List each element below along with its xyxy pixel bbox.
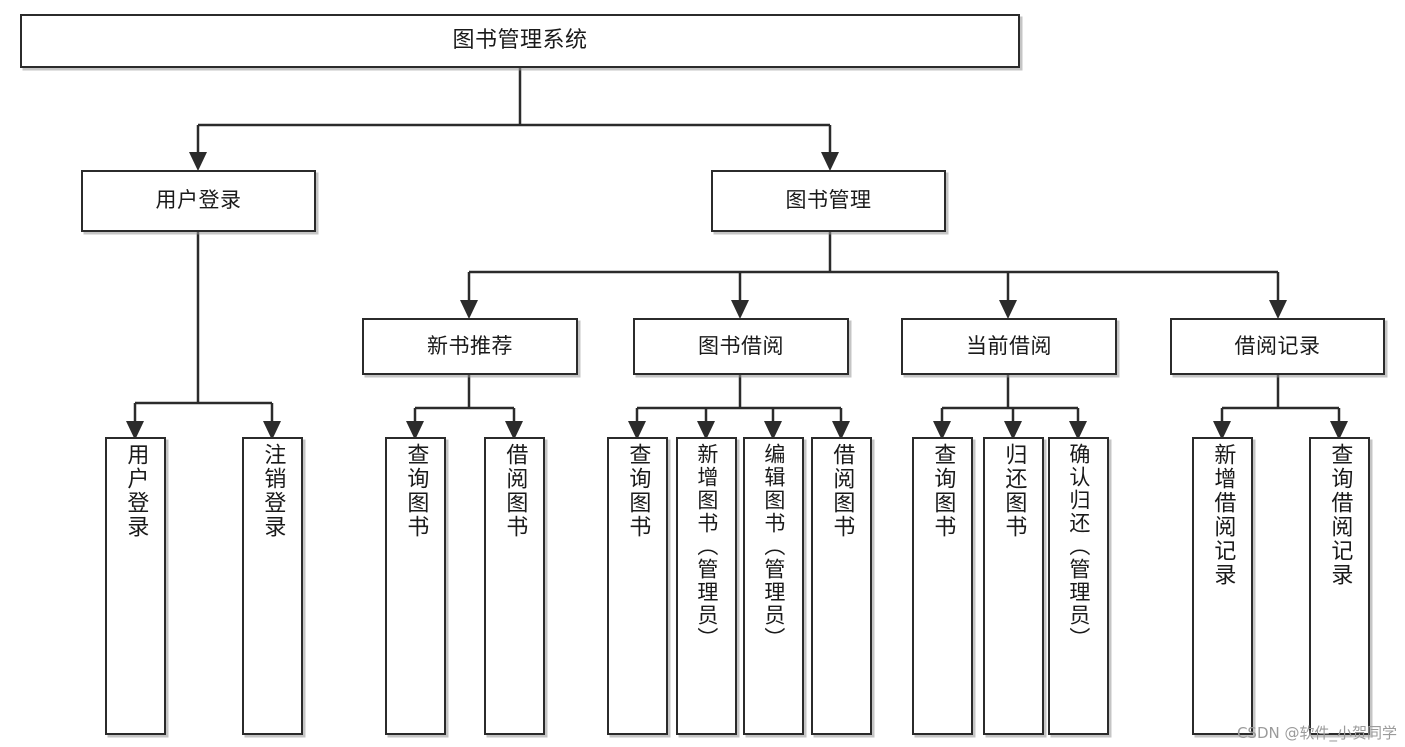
- node-current-borrow-label: 当前借阅: [966, 333, 1052, 358]
- node-leaf-logout-label: 注销登录: [260, 443, 286, 539]
- node-leaf-query-book-borrow[interactable]: 查询图书: [607, 437, 668, 735]
- node-leaf-edit-book[interactable]: 编辑图书（管理员）: [743, 437, 804, 735]
- node-borrow-record[interactable]: 借阅记录: [1170, 318, 1385, 375]
- node-leaf-user-login[interactable]: 用户登录: [105, 437, 166, 735]
- node-new-book-recommend-label: 新书推荐: [427, 333, 513, 358]
- node-leaf-return-book-label: 归还图书: [1001, 443, 1027, 539]
- node-leaf-user-login-label: 用户登录: [123, 443, 149, 539]
- node-root[interactable]: 图书管理系统: [20, 14, 1020, 68]
- node-book-manage-label: 图书管理: [785, 188, 872, 213]
- node-new-book-recommend[interactable]: 新书推荐: [362, 318, 578, 375]
- node-leaf-query-record[interactable]: 查询借阅记录: [1309, 437, 1370, 735]
- node-leaf-borrow-book[interactable]: 借阅图书: [811, 437, 872, 735]
- node-leaf-add-book[interactable]: 新增图书（管理员）: [676, 437, 737, 735]
- node-current-borrow[interactable]: 当前借阅: [901, 318, 1117, 375]
- node-leaf-borrow-book-label: 借阅图书: [829, 443, 855, 539]
- node-user-login-label: 用户登录: [155, 188, 242, 213]
- node-book-borrow-label: 图书借阅: [698, 333, 784, 358]
- node-leaf-query-book-borrow-label: 查询图书: [625, 443, 651, 539]
- node-leaf-query-book-cur-label: 查询图书: [930, 443, 956, 539]
- node-book-manage[interactable]: 图书管理: [711, 170, 946, 232]
- csdn-watermark: CSDN @软件_小贺同学: [1236, 724, 1397, 742]
- node-leaf-add-book-label: 新增图书（管理员）: [694, 443, 719, 650]
- node-leaf-logout[interactable]: 注销登录: [242, 437, 303, 735]
- node-user-login[interactable]: 用户登录: [81, 170, 316, 232]
- node-leaf-edit-book-label: 编辑图书（管理员）: [761, 443, 786, 650]
- node-leaf-query-book-rec-label: 查询图书: [403, 443, 429, 539]
- node-leaf-add-record-label: 新增借阅记录: [1210, 443, 1236, 587]
- node-leaf-confirm-return[interactable]: 确认归还（管理员）: [1048, 437, 1109, 735]
- node-book-borrow[interactable]: 图书借阅: [633, 318, 849, 375]
- node-leaf-confirm-return-label: 确认归还（管理员）: [1066, 443, 1091, 650]
- node-leaf-query-book-rec[interactable]: 查询图书: [385, 437, 446, 735]
- node-leaf-query-book-cur[interactable]: 查询图书: [912, 437, 973, 735]
- node-root-label: 图书管理系统: [452, 27, 588, 53]
- node-borrow-record-label: 借阅记录: [1234, 333, 1321, 358]
- node-leaf-borrow-book-rec[interactable]: 借阅图书: [484, 437, 545, 735]
- node-leaf-return-book[interactable]: 归还图书: [983, 437, 1044, 735]
- node-leaf-query-record-label: 查询借阅记录: [1327, 443, 1353, 587]
- node-leaf-add-record[interactable]: 新增借阅记录: [1192, 437, 1253, 735]
- node-leaf-borrow-book-rec-label: 借阅图书: [502, 443, 528, 539]
